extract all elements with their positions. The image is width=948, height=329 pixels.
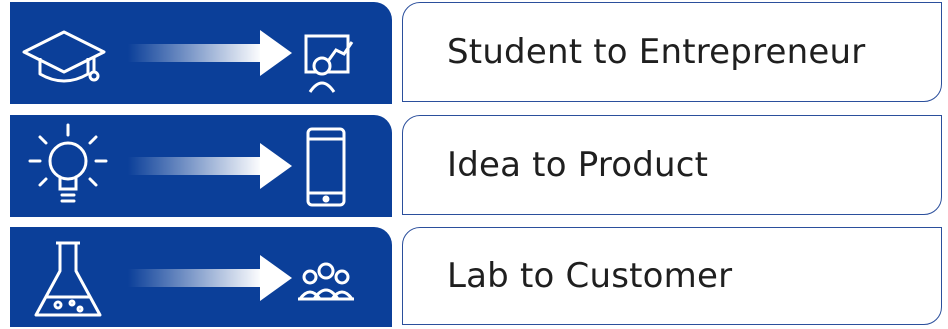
right-arrow-icon (128, 255, 292, 301)
transition-row-idea: Idea to Product (0, 113, 948, 219)
smartphone-icon (306, 127, 346, 207)
graduation-cap-icon (22, 30, 106, 83)
label-card: Student to Entrepreneur (402, 2, 942, 102)
icon-band (10, 2, 392, 104)
label-card: Lab to Customer (402, 227, 942, 325)
presenter-chart-icon (304, 34, 354, 93)
lightbulb-icon (28, 123, 108, 203)
transition-label: Student to Entrepreneur (447, 32, 866, 72)
right-arrow-icon (128, 30, 292, 76)
flask-icon (34, 241, 102, 317)
customers-group-icon (298, 262, 354, 301)
right-arrow-icon (128, 143, 292, 189)
transition-label: Idea to Product (447, 145, 709, 185)
transition-row-lab: Lab to Customer (0, 225, 948, 329)
transition-row-student: Student to Entrepreneur (0, 0, 948, 106)
label-card: Idea to Product (402, 115, 942, 215)
icon-band (10, 115, 392, 217)
transition-label: Lab to Customer (447, 256, 733, 296)
icon-band (10, 227, 392, 327)
